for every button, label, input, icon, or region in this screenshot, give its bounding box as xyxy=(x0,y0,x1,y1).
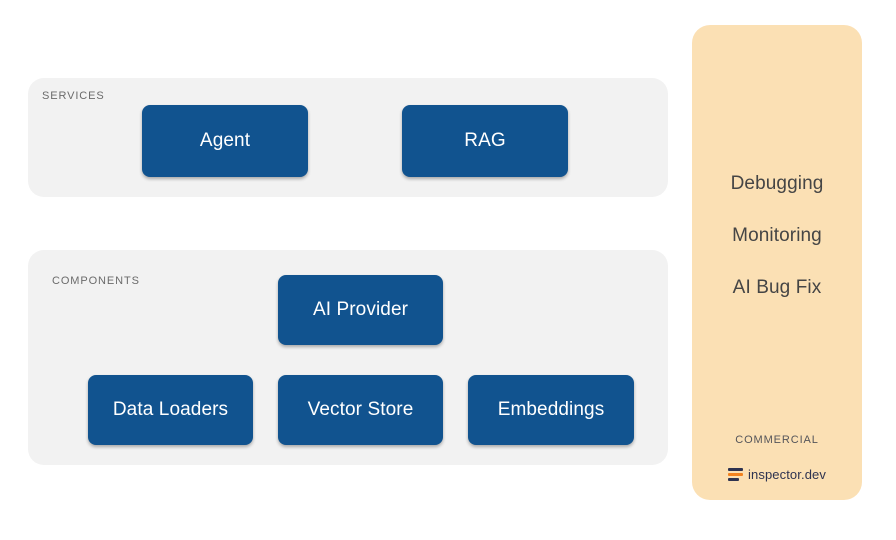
commercial-group-label: COMMERCIAL xyxy=(735,434,819,446)
services-group-label: SERVICES xyxy=(42,90,105,102)
brand-logo[interactable]: inspector.dev xyxy=(728,467,826,482)
bar-bottom xyxy=(728,478,740,481)
bar-middle-accent xyxy=(728,473,744,476)
components-group-panel: COMPONENTS AI Provider Data Loaders Vect… xyxy=(28,250,668,465)
node-ai-provider[interactable]: AI Provider xyxy=(278,275,443,345)
node-data-loaders[interactable]: Data Loaders xyxy=(88,375,253,445)
components-group-label: COMPONENTS xyxy=(52,275,140,287)
three-bars-icon xyxy=(728,468,744,481)
node-rag[interactable]: RAG xyxy=(402,105,568,177)
node-vector-store[interactable]: Vector Store xyxy=(278,375,443,445)
node-agent[interactable]: Agent xyxy=(142,105,308,177)
node-embeddings[interactable]: Embeddings xyxy=(468,375,634,445)
feature-item-ai-bug-fix[interactable]: AI Bug Fix xyxy=(732,277,822,298)
bar-top xyxy=(728,468,744,471)
commercial-feature-list: Debugging Monitoring AI Bug Fix xyxy=(692,173,862,299)
feature-item-monitoring[interactable]: Monitoring xyxy=(732,225,822,246)
commercial-panel: Debugging Monitoring AI Bug Fix COMMERCI… xyxy=(692,25,862,500)
brand-name: inspector.dev xyxy=(748,467,826,482)
commercial-footer: COMMERCIAL inspector.dev xyxy=(692,434,862,482)
feature-item-debugging[interactable]: Debugging xyxy=(730,173,824,194)
services-group-panel: SERVICES Agent RAG xyxy=(28,78,668,197)
